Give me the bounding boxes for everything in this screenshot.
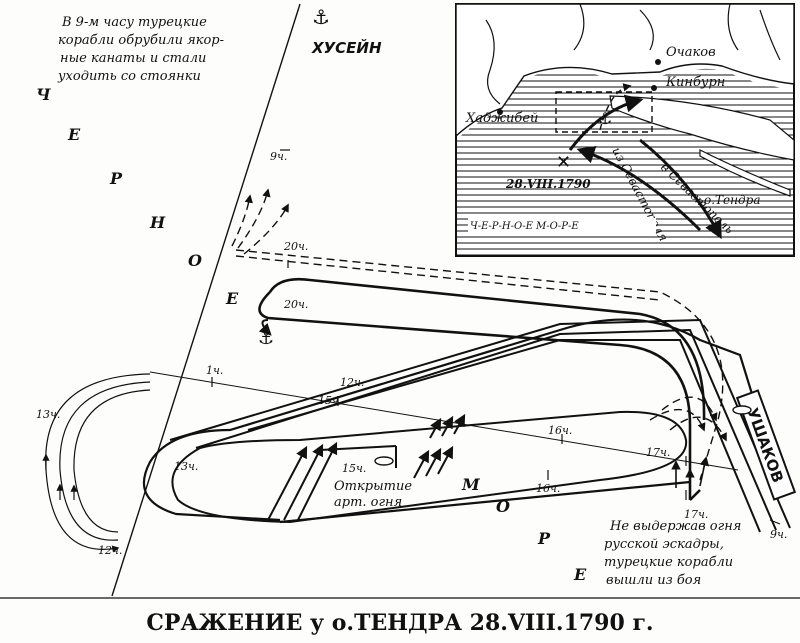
time-13h-b: 13ч. [174, 460, 198, 473]
ushakov-label-box: УШАКОВ [732, 389, 797, 501]
time-16h-a: 16ч. [548, 424, 572, 437]
russian-fleet-track [142, 277, 791, 533]
inset-land [456, 4, 794, 137]
turkish-west-loops [42, 373, 151, 553]
inset-date: 28.VIII.1790 [505, 177, 591, 191]
time-9h-right: 9ч. [770, 528, 787, 541]
sea-letter-9: Р [537, 529, 551, 548]
note-bottom: Не выдержав огня русской эскадры, турецк… [604, 519, 741, 588]
time-12h-a: 12ч. [340, 376, 364, 389]
sea-letter-2: Е [67, 125, 81, 144]
note-bottom-line-3: турецкие корабли [604, 555, 733, 570]
time-1h: 1ч. [206, 364, 223, 377]
inset-ochakov: Очаков [666, 45, 716, 60]
inset-black-sea: Ч-Е-Р-Н-О-Е М-О-Р-Е [470, 221, 579, 232]
note-bottom-line-1: Не выдержав огня [609, 519, 741, 534]
sea-letter-1: Ч [36, 85, 51, 104]
time-17h-b: 17ч. [684, 508, 708, 521]
time-13h-left: 13ч. [36, 408, 60, 421]
ushakov-flagship [732, 405, 752, 415]
sea-letter-5: О [188, 251, 202, 270]
sea-letter-8: О [496, 497, 510, 516]
main-map: ⚓ ⚓ [42, 3, 791, 597]
time-20h-b: 20ч. [283, 298, 308, 311]
inset-tendra [699, 149, 791, 197]
sea-letter-7: М [461, 475, 481, 494]
sea-letter-6: Е [225, 289, 239, 308]
east-arrows [671, 456, 710, 500]
note-fire-line-2: арт. огня [334, 495, 402, 510]
inset-tendra: о.Тендра [704, 193, 761, 207]
time-15h-b: 15ч. [342, 462, 366, 475]
meridian-line [111, 3, 301, 597]
sea-letter-4: Н [149, 213, 166, 232]
time-16h-b: 16ч. [536, 482, 560, 495]
time-ticks [211, 149, 781, 525]
inset-kinburn: Кинбурн [665, 75, 725, 90]
inset-battle-marker: ✕ [556, 152, 571, 173]
time-labels: 9ч. 20ч. 20ч. 1ч. 12ч. 15ч. 16ч. 17ч. 13… [36, 150, 787, 557]
note-top: В 9-м часу турецкие корабли обрубили яко… [57, 15, 224, 84]
sea-letter-3: Р [109, 169, 123, 188]
flagship-marker [374, 456, 394, 466]
turn-arrow [258, 319, 272, 336]
anchor-icon: ⚓ [312, 5, 330, 29]
note-top-line-2: корабли обрубили якор- [58, 33, 224, 48]
inset-map: ⚓ ✕ Очаков Кинбурн Хаджибей 28.VIII.1790… [455, 3, 795, 257]
note-bottom-line-4: вышли из боя [606, 573, 701, 588]
note-top-line-4: уходить со стоянки [57, 69, 201, 84]
anchor-icon-2: ⚓ [258, 328, 274, 349]
russian-attack-arrows [267, 413, 466, 521]
note-top-line-3: ные канаты и стали [60, 51, 206, 66]
time-17h-a: 17ч. [646, 446, 670, 459]
time-15h-a: 15ч. [318, 394, 342, 407]
time-12h-b: 12ч. [98, 544, 122, 557]
inset-khadzhibey: Хаджибей [465, 111, 538, 126]
note-fire: Открытие арт. огня [334, 479, 412, 510]
sea-letter-10: Е [573, 565, 587, 584]
sea-name: Ч Е Р Н О Е М О Р Е [36, 85, 587, 584]
time-9h-top: 9ч. [270, 150, 287, 163]
inset-gulf [609, 95, 794, 161]
note-top-line-1: В 9-м часу турецкие [61, 15, 207, 30]
map-title: СРАЖЕНИЕ у о.ТЕНДРА 28.VIII.1790 г. [146, 610, 653, 636]
russian-inner-loop [171, 410, 688, 524]
inset-anchorage [555, 91, 653, 133]
time-20h-a: 20ч. [283, 240, 308, 253]
khusein-label: ХУСЕЙН [311, 38, 382, 57]
note-fire-line-1: Открытие [334, 479, 412, 494]
note-bottom-line-2: русской эскадры, [604, 537, 724, 552]
